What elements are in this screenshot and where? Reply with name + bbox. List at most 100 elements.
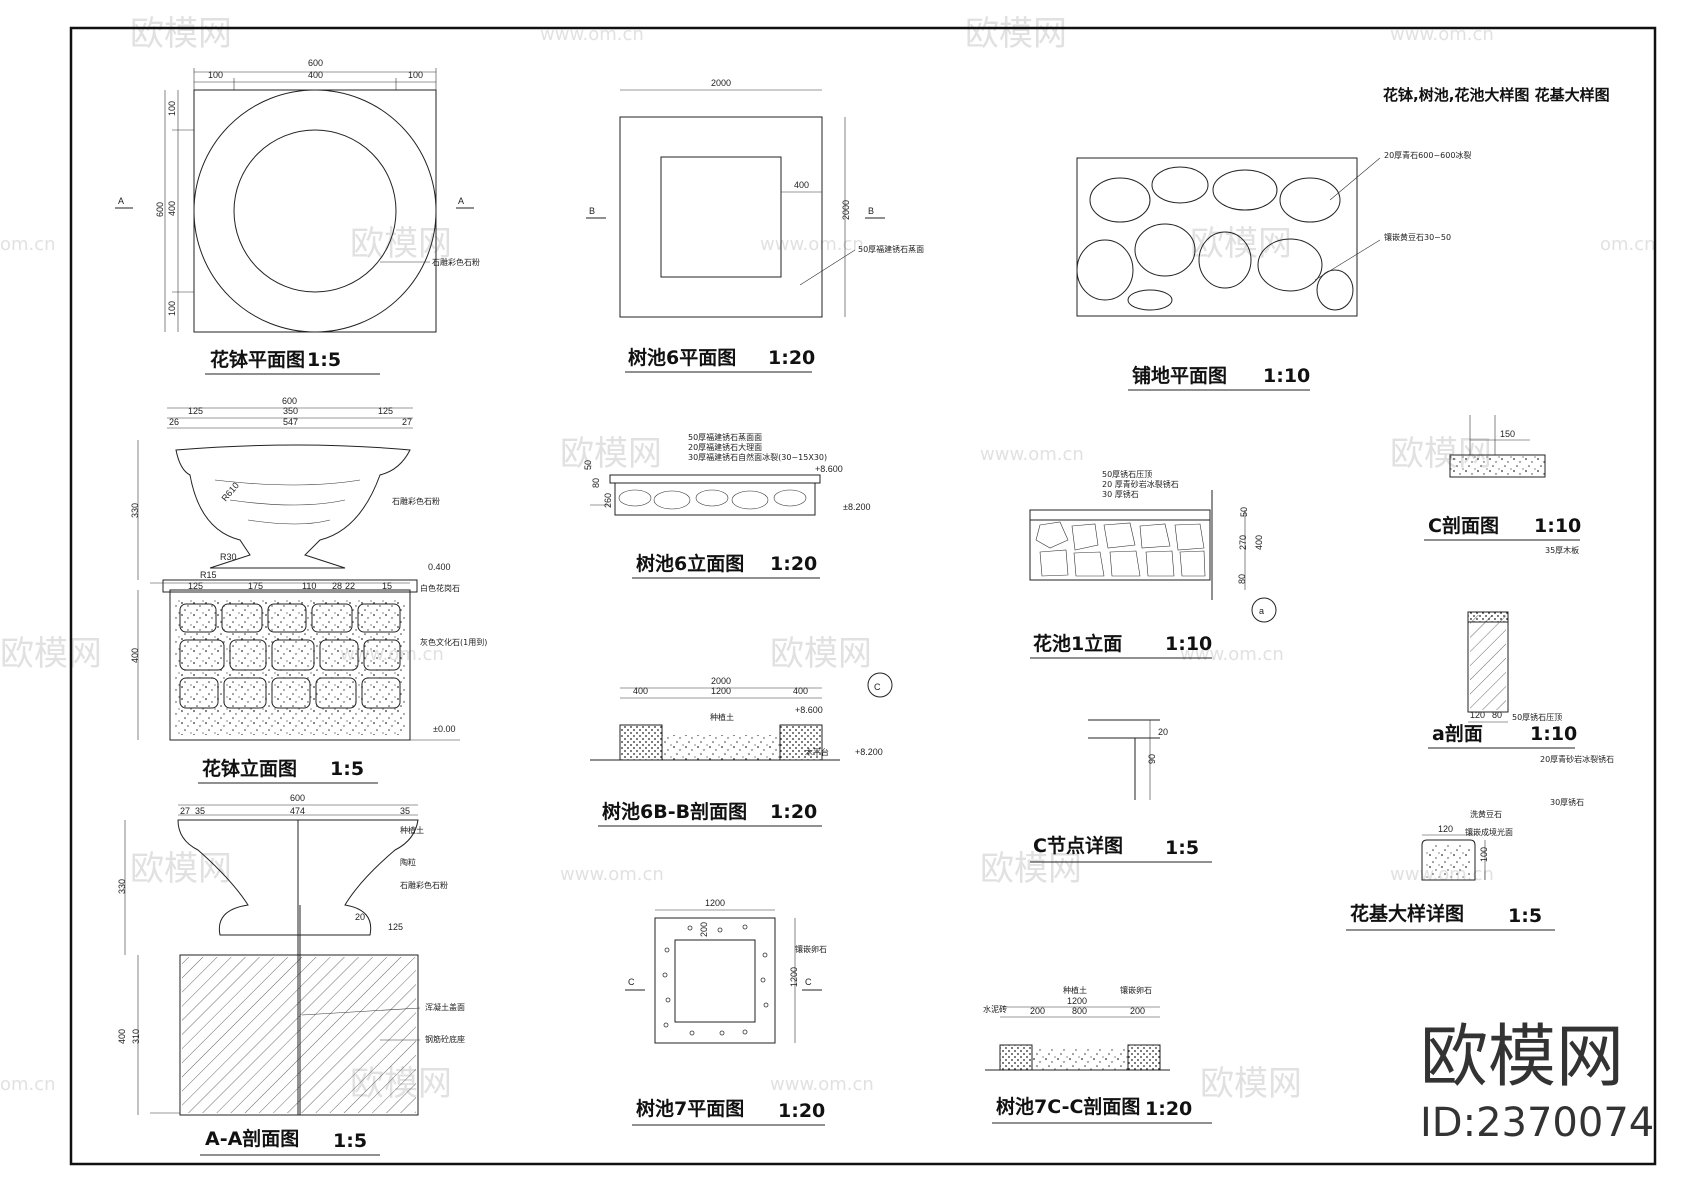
drawing-title: 铺地平面图 [1132, 364, 1227, 387]
dim-label: 350 [283, 406, 298, 416]
watermark-url: www.om.cn [760, 234, 864, 255]
dim-label: 125 [188, 406, 203, 416]
dim-label: 2000 [841, 200, 851, 220]
aa-section-drawing: 600 474 27 35 35 330 400 310 125 20 种植土 … [117, 793, 465, 1156]
dim-label: 110 [302, 581, 316, 591]
dim-label: 80 [1492, 710, 1502, 720]
watermark-logo: 欧模网 [770, 634, 872, 674]
watermark-logo: 欧模网 [1190, 224, 1292, 264]
callout-note: 30厚锈石 [1550, 797, 1584, 807]
drawing-title: 花钵立面图 [202, 757, 297, 780]
bowl-plan-drawing: 600 100 400 100 600 100 400 100 A A 石雕彩色… [115, 58, 480, 375]
elevation-mark: +8.600 [815, 464, 843, 474]
watermark-logo: 欧模网 [130, 849, 232, 889]
section-mark: C [805, 977, 812, 987]
dim-label: 400 [1254, 535, 1264, 550]
dim-label: 100 [1479, 847, 1489, 862]
drawing-scale: 1:20 [768, 347, 815, 369]
watermark-url: www.om.cn [980, 444, 1084, 465]
drawing-scale: 1:5 [1165, 837, 1199, 859]
dim-label: 35 [195, 806, 205, 816]
pool7-plan-drawing: 1200 1200 200 C C 镶嵌卵石 树池7平面图 1:20 [625, 898, 827, 1126]
watermark-logo: 欧模网 [0, 634, 102, 674]
drawing-scale: 1:20 [770, 553, 817, 575]
watermark-url: www.om.cn [1180, 644, 1284, 665]
elevation-mark: +8.600 [795, 705, 823, 715]
callout-note: 木平台 [805, 747, 829, 757]
watermark-url: om.cn [0, 1074, 56, 1095]
elevation-mark: ±8.200 [843, 502, 870, 512]
watermark-logo: 欧模网 [560, 434, 662, 474]
drawing-title: 树池6B-B剖面图 [602, 800, 747, 823]
drawing-scale: 1:20 [770, 801, 817, 823]
dim-label: 310 [131, 1029, 141, 1044]
dim-label: 125 [378, 406, 393, 416]
pool6-elevation-drawing: 50 80 260 +8.600 ±8.200 50厚福建锈石蒸面面 20厚福建… [583, 432, 870, 579]
callout-note: 50厚锈石压顶 [1102, 469, 1152, 479]
section-mark: A [118, 196, 124, 206]
sheet-frame [69, 26, 1657, 1166]
callout-note: 种植土 [1063, 985, 1087, 995]
drawing-title: 花基大样详图 [1350, 902, 1464, 925]
elevation-mark: ±0.00 [433, 724, 455, 734]
dim-label: 1200 [1067, 996, 1087, 1006]
drawing-title: C剖面图 [1428, 514, 1499, 537]
drawing-title: 花池1立面 [1033, 632, 1122, 655]
dim-label: 125 [188, 581, 203, 591]
dim-label: 20 [355, 912, 365, 922]
dim-label: 600 [155, 202, 165, 217]
dim-label: 400 [794, 180, 809, 190]
callout-note: 石雕彩色石粉 [432, 257, 480, 267]
callout-note: 白色花岗石 [420, 583, 460, 593]
dim-label: 400 [117, 1029, 127, 1044]
dim-label: 1200 [711, 686, 731, 696]
sheet-title: 花钵,树池,花池大样图 花基大样图 [1383, 86, 1610, 104]
dim-label: 270 [1238, 535, 1248, 550]
dim-label: 50 [583, 460, 593, 470]
dim-label: 80 [591, 478, 601, 488]
dim-label: 100 [408, 70, 423, 80]
watermark-logo: 欧模网 [130, 14, 232, 54]
drawing-title: A-A剖面图 [205, 1127, 299, 1150]
dim-label: 800 [1072, 1006, 1087, 1016]
drawing-title: 树池7C-C剖面图 [996, 1095, 1140, 1118]
pool6-bb-section-drawing: 2000 400 1200 400 +8.600 +8.200 种植土 木平台 … [590, 672, 893, 827]
elevation-mark: +8.200 [855, 747, 883, 757]
dim-label: 200 [1130, 1006, 1145, 1016]
drawing-scale: 1:5 [307, 349, 341, 371]
a-section-drawing: 120 80 50厚锈石压顶 20厚青砂岩冰裂锈石 30厚锈石 a剖面 1:10 [1428, 611, 1614, 807]
callout-note: 50厚福建锈石蒸面面 [688, 432, 762, 442]
drawing-title: C节点详图 [1033, 834, 1123, 857]
dim-label: 120 [1438, 824, 1453, 834]
planter1-elevation-drawing: 50 270 80 400 a 50厚锈石压顶 20 厚青砂岩冰裂锈石 30 厚… [1029, 469, 1277, 659]
dim-label: 400 [130, 648, 140, 663]
callout-note: 50厚福建锈石蒸面 [858, 244, 924, 254]
callout-note: 种植土 [400, 825, 424, 835]
dim-label: 35 [400, 806, 410, 816]
callout-note: 石雕彩色石粉 [392, 496, 440, 506]
callout-note: 20厚青砂岩冰裂锈石 [1540, 754, 1614, 764]
callout-note: 镶嵌卵石 [1120, 985, 1152, 995]
dim-label: 400 [167, 201, 177, 216]
dim-label: 200 [699, 922, 709, 937]
drawing-scale: 1:10 [1534, 515, 1581, 537]
dim-label: 80 [1237, 574, 1247, 584]
section-mark: B [589, 206, 595, 216]
flowerbed-detail-drawing: 120 100 洗黄豆石 镶嵌成境光面 花基大样详图 1:5 [1346, 809, 1555, 931]
brand-id: ID:2370074 [1420, 1100, 1654, 1146]
callout-note: 30 厚锈石 [1102, 489, 1139, 499]
section-mark: a [1259, 606, 1264, 616]
watermark-logo: 欧模网 [980, 849, 1082, 889]
dim-label: 27 [402, 417, 412, 427]
dim-label: 400 [793, 686, 808, 696]
callout-note: 35厚木板 [1545, 545, 1579, 555]
section-mark: C [628, 977, 635, 987]
callout-note: 50厚锈石压顶 [1512, 712, 1562, 722]
dim-label: 260 [603, 493, 613, 508]
callout-note: 石雕彩色石粉 [400, 880, 448, 890]
dim-label: 400 [308, 70, 323, 80]
dim-label: R30 [220, 552, 237, 562]
drawing-scale: 1:5 [330, 758, 364, 780]
dim-label: 27 [180, 806, 190, 816]
